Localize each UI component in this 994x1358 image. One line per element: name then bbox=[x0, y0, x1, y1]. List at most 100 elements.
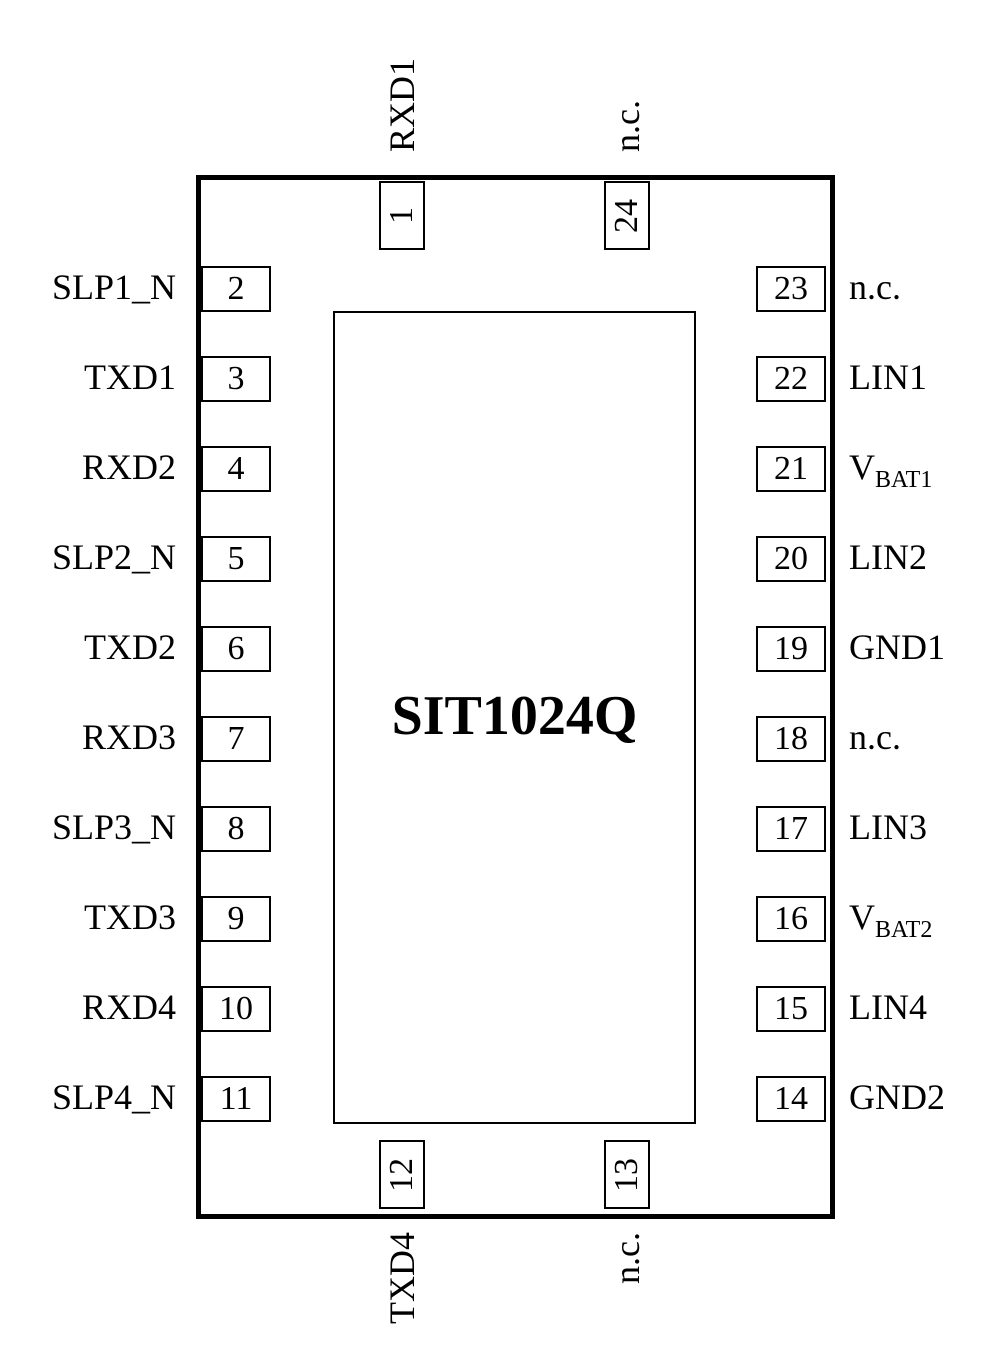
pin-12-pad: 12 bbox=[379, 1140, 425, 1209]
pin-number: 20 bbox=[774, 540, 808, 577]
pin-number: 24 bbox=[608, 198, 645, 233]
pin-label-text: TXD4 bbox=[382, 1232, 422, 1324]
pin-7-label: RXD3 bbox=[6, 717, 176, 757]
pin-22-pad: 22 bbox=[756, 356, 826, 402]
pin-3-label: TXD1 bbox=[6, 357, 176, 397]
pin-13-label: n.c. bbox=[607, 1232, 647, 1284]
pin-number: 14 bbox=[774, 1080, 808, 1117]
pin-19-pad: 19 bbox=[756, 626, 826, 672]
pin-10-pad: 10 bbox=[201, 986, 271, 1032]
pin-17-label: LIN3 bbox=[849, 807, 927, 847]
pin-10-label: RXD4 bbox=[6, 987, 176, 1027]
pin-15-pad: 15 bbox=[756, 986, 826, 1032]
pin-22-label: LIN1 bbox=[849, 357, 927, 397]
pin-21-pad: 21 bbox=[756, 446, 826, 492]
pin-14-label: GND2 bbox=[849, 1077, 945, 1117]
pin-number: 22 bbox=[774, 360, 808, 397]
pin-1-label: RXD1 bbox=[382, 58, 422, 152]
pin-number: 19 bbox=[774, 630, 808, 667]
pin-label-text: RXD1 bbox=[382, 58, 422, 153]
pin-number: 8 bbox=[227, 810, 245, 847]
pin-1-pad: 1 bbox=[379, 181, 425, 250]
pin-4-label: RXD2 bbox=[6, 447, 176, 487]
pin-label-text: n.c. bbox=[849, 267, 901, 307]
pin-number: 11 bbox=[219, 1080, 253, 1117]
pin-number: 23 bbox=[774, 270, 808, 307]
pin-label-text: V bbox=[849, 897, 875, 937]
pin-12-label: TXD4 bbox=[382, 1232, 422, 1324]
chip-name: SIT1024Q bbox=[391, 685, 638, 747]
pin-number: 16 bbox=[774, 900, 808, 937]
pin-label-text: LIN3 bbox=[849, 807, 927, 847]
pin-17-pad: 17 bbox=[756, 806, 826, 852]
pin-number: 21 bbox=[774, 450, 808, 487]
pin-label-subscript: BAT2 bbox=[875, 917, 933, 943]
pin-19-label: GND1 bbox=[849, 627, 945, 667]
pin-label-text: n.c. bbox=[607, 100, 647, 152]
die-pad bbox=[333, 311, 696, 1124]
pin-number: 13 bbox=[608, 1157, 645, 1192]
package-outline bbox=[196, 175, 835, 1219]
pin-5-label: SLP2_N bbox=[6, 537, 176, 577]
pin-label-text: LIN2 bbox=[849, 537, 927, 577]
pin-13-pad: 13 bbox=[604, 1140, 650, 1209]
pin-label-text: SLP3_N bbox=[51, 807, 176, 847]
pin-label-text: LIN4 bbox=[849, 987, 927, 1027]
pin-label-text: TXD1 bbox=[84, 357, 176, 397]
pin-24-pad: 24 bbox=[604, 181, 650, 250]
pin-number: 17 bbox=[774, 810, 808, 847]
pin-number: 4 bbox=[227, 450, 245, 487]
pin-label-text: TXD2 bbox=[84, 627, 176, 667]
pin-20-pad: 20 bbox=[756, 536, 826, 582]
pin-label-text: RXD3 bbox=[81, 717, 176, 757]
pin-18-label: n.c. bbox=[849, 717, 901, 757]
pin-18-pad: 18 bbox=[756, 716, 826, 762]
pin-6-label: TXD2 bbox=[6, 627, 176, 667]
pin-3-pad: 3 bbox=[201, 356, 271, 402]
pin-16-pad: 16 bbox=[756, 896, 826, 942]
pin-8-pad: 8 bbox=[201, 806, 271, 852]
pin-label-text: V bbox=[849, 447, 875, 487]
pin-20-label: LIN2 bbox=[849, 537, 927, 577]
pin-23-label: n.c. bbox=[849, 267, 901, 307]
pin-6-pad: 6 bbox=[201, 626, 271, 672]
pin-label-text: LIN1 bbox=[849, 357, 927, 397]
pin-5-pad: 5 bbox=[201, 536, 271, 582]
pin-label-subscript: BAT1 bbox=[875, 467, 933, 493]
pin-label-text: SLP1_N bbox=[51, 267, 176, 307]
pin-4-pad: 4 bbox=[201, 446, 271, 492]
pin-label-text: RXD2 bbox=[81, 447, 176, 487]
pin-23-pad: 23 bbox=[756, 266, 826, 312]
pin-number: 15 bbox=[774, 990, 808, 1027]
pin-number: 6 bbox=[227, 630, 245, 667]
pin-2-pad: 2 bbox=[201, 266, 271, 312]
pin-number: 10 bbox=[219, 990, 253, 1027]
pin-11-pad: 11 bbox=[201, 1076, 271, 1122]
pin-label-text: n.c. bbox=[607, 1232, 647, 1284]
pin-label-text: SLP2_N bbox=[51, 537, 176, 577]
pin-21-label: VBAT1 bbox=[849, 447, 932, 492]
pin-7-pad: 7 bbox=[201, 716, 271, 762]
pin-label-text: SLP4_N bbox=[51, 1077, 176, 1117]
pin-number: 9 bbox=[227, 900, 245, 937]
pin-label-text: n.c. bbox=[849, 717, 901, 757]
pin-label-text: TXD3 bbox=[84, 897, 176, 937]
pin-14-pad: 14 bbox=[756, 1076, 826, 1122]
pin-number: 18 bbox=[774, 720, 808, 757]
pin-label-text: GND2 bbox=[849, 1077, 945, 1117]
pin-number: 5 bbox=[227, 540, 245, 577]
pin-number: 2 bbox=[227, 270, 245, 307]
pin-24-label: n.c. bbox=[607, 100, 647, 152]
pin-9-pad: 9 bbox=[201, 896, 271, 942]
pin-9-label: TXD3 bbox=[6, 897, 176, 937]
pin-11-label: SLP4_N bbox=[6, 1077, 176, 1117]
pin-8-label: SLP3_N bbox=[6, 807, 176, 847]
pin-15-label: LIN4 bbox=[849, 987, 927, 1027]
pin-number: 7 bbox=[227, 720, 245, 757]
pin-number: 12 bbox=[383, 1157, 420, 1192]
pin-16-label: VBAT2 bbox=[849, 897, 932, 942]
pin-label-text: RXD4 bbox=[81, 987, 176, 1027]
pin-label-text: GND1 bbox=[849, 627, 945, 667]
pin-2-label: SLP1_N bbox=[6, 267, 176, 307]
pin-number: 3 bbox=[227, 360, 245, 397]
